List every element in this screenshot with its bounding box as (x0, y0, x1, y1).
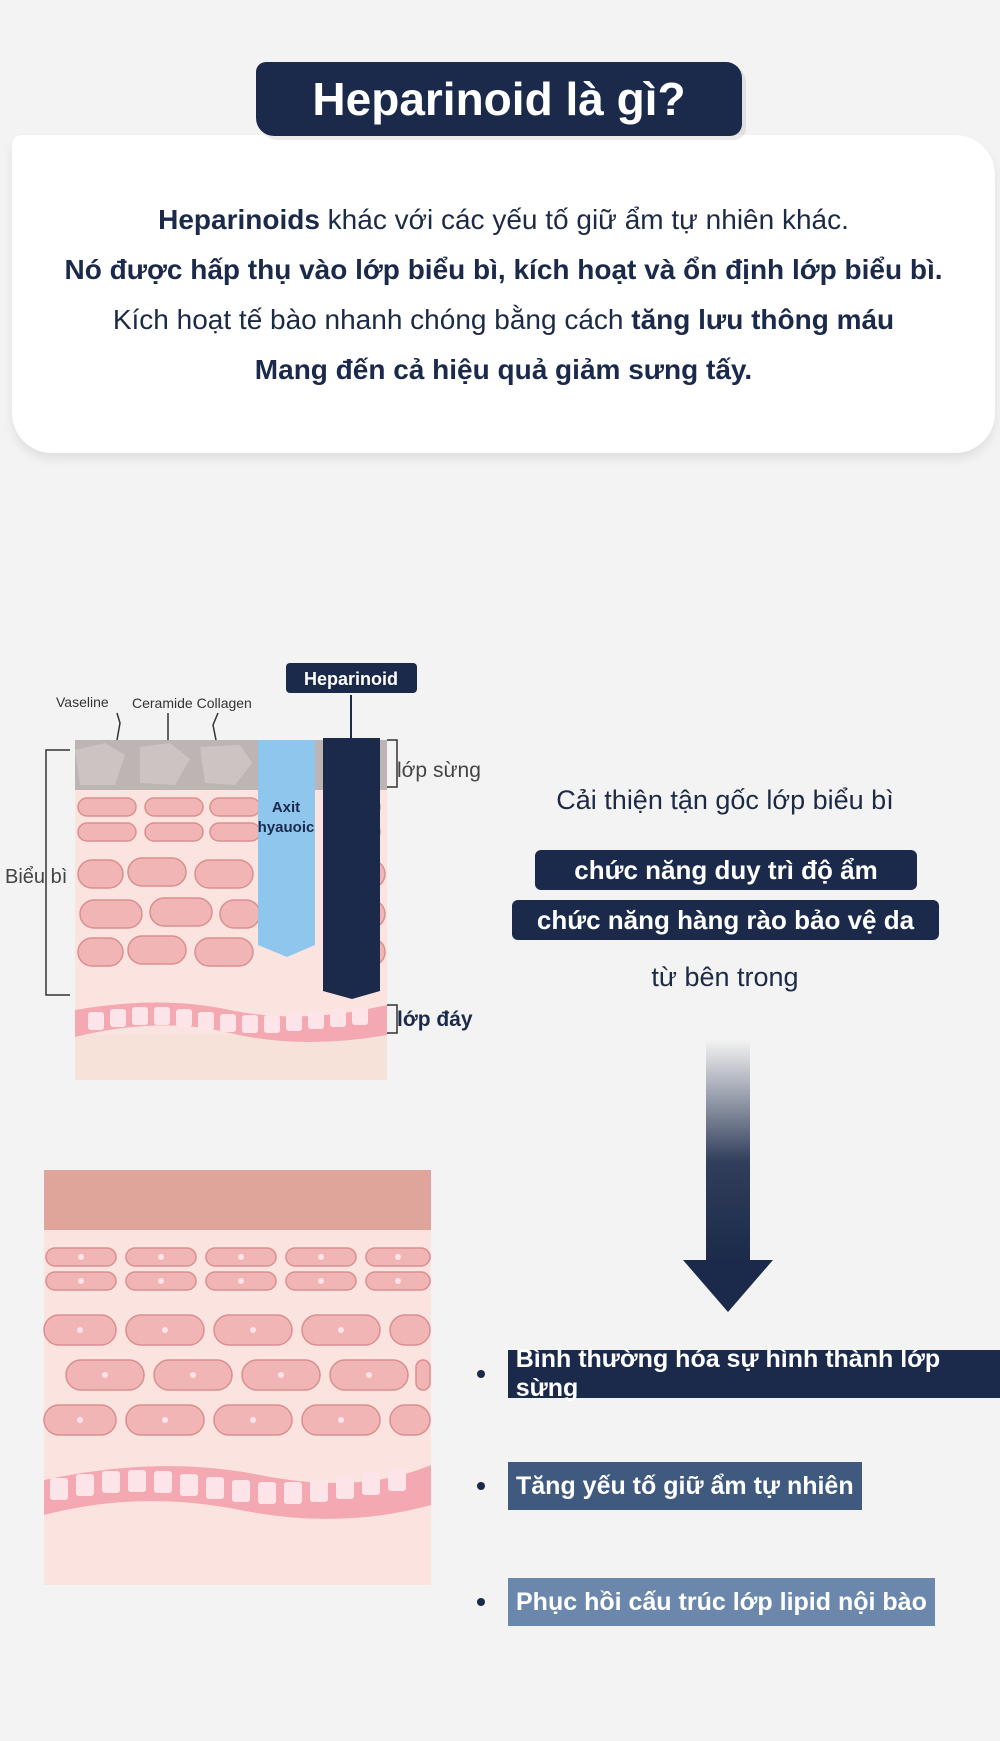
bullet-icon (477, 1482, 485, 1490)
intro-card: Heparinoids khác với các yếu tố giữ ẩm t… (12, 135, 995, 453)
hyaluronic-acid-bar (258, 740, 315, 957)
stratum-corneum-label: lớp sừng (397, 759, 481, 782)
basal-layer-label: lớp đáy (397, 1008, 473, 1031)
intro-line-1-bold: Heparinoids (158, 204, 320, 235)
cell-nuclei (77, 1254, 401, 1423)
healthy-cells (43, 1247, 431, 1436)
ceramide-collagen-label: Ceramide Collagen (132, 695, 252, 711)
epidermis-bracket (45, 749, 70, 996)
intro-line-4: Mang đến cả hiệu quả giảm sưng tấy. (12, 345, 995, 395)
intro-line-2-bold: Nó được hấp thụ vào lớp biểu bì, kích ho… (64, 254, 943, 285)
diagram-base (75, 1035, 387, 1080)
intro-text: Heparinoids khác với các yếu tố giữ ẩm t… (12, 195, 995, 395)
keratin-flake (75, 743, 125, 785)
skin-diagram-after (43, 1170, 431, 1585)
intro-line-1-rest: khác với các yếu tố giữ ẩm tự nhiên khác… (319, 204, 849, 235)
benefit-label-1: Bình thường hóa sự hình thành lớp sừng (507, 1345, 1000, 1402)
improve-heading: Cải thiện tận gốc lớp biểu bì (556, 785, 894, 815)
benefit-item-1: Bình thường hóa sự hình thành lớp sừng (477, 1345, 1000, 1402)
keratin-flake (140, 743, 190, 785)
down-arrow-icon (683, 1040, 773, 1312)
basal-bracket (387, 1004, 398, 1034)
intro-line-3-bold: tăng lưu thông máu (631, 304, 895, 335)
inside-text: từ bên trong (651, 962, 799, 992)
heparinoid-bar (323, 738, 380, 999)
top-layer-band (44, 1170, 431, 1230)
basal-cells (50, 1469, 406, 1504)
benefit-label-2: Tăng yếu tố giữ ẩm tự nhiên (508, 1462, 862, 1510)
bullet-icon (477, 1598, 485, 1606)
basal-cells (88, 1007, 368, 1033)
benefit-item-2: Tăng yếu tố giữ ẩm tự nhiên (477, 1462, 862, 1510)
heparinoid-tag-label: Heparinoid (304, 669, 398, 689)
benefit-label-3: Phục hồi cấu trúc lớp lipid nội bào (508, 1578, 935, 1626)
heparinoid-tag (286, 663, 417, 693)
stratum-corneum-bracket (387, 739, 398, 788)
hyaluronic-label-2: hyauoic (258, 819, 315, 836)
title-banner: Heparinoid là gì? (256, 62, 742, 136)
hyaluronic-label-1: Axit (272, 799, 300, 816)
moisture-function-pill: chức năng duy trì độ ẩm (535, 850, 917, 890)
intro-line-1: Heparinoids khác với các yếu tố giữ ẩm t… (12, 195, 995, 245)
intro-line-2: Nó được hấp thụ vào lớp biểu bì, kích ho… (12, 245, 995, 295)
vaseline-label: Vaseline (56, 694, 109, 710)
benefit-item-3: Phục hồi cấu trúc lớp lipid nội bào (477, 1578, 935, 1626)
skin-diagram-before: Axit hyauoic Heparinoid Vaseline Ceramid… (5, 663, 481, 1080)
pointer-lines (116, 712, 219, 741)
barrier-function-pill: chức năng hàng rào bảo vệ da (512, 900, 939, 940)
bullet-icon (477, 1370, 485, 1378)
intro-line-4-bold: Mang đến cả hiệu quả giảm sưng tấy. (254, 354, 753, 385)
intro-line-3: Kích hoạt tế bào nhanh chóng bằng cách t… (12, 295, 995, 345)
intro-line-3-start: Kích hoạt tế bào nhanh chóng bằng cách (112, 304, 632, 335)
keratin-flake (200, 745, 252, 785)
epidermis-label: Biểu bì (5, 866, 67, 888)
page-title: Heparinoid là gì? (312, 73, 686, 125)
